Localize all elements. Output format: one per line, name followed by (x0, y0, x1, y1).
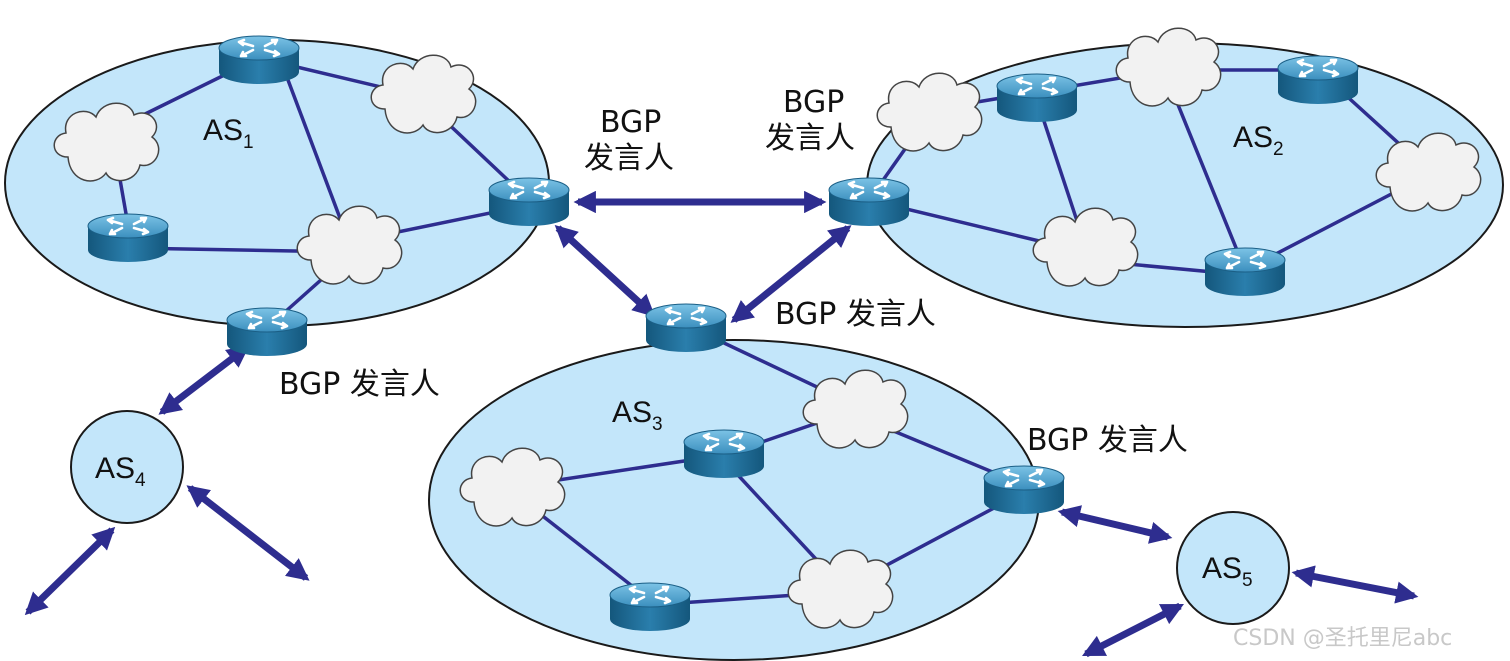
bgp-link-as5-out-2 (1082, 602, 1184, 658)
router-icon (682, 428, 766, 480)
bgp-link-as3-as5 (1057, 505, 1173, 544)
bgp-speaker-label-as2-line2: 发言人 (765, 121, 855, 156)
as2-label: AS2 (1233, 121, 1284, 160)
as4-domain (70, 410, 184, 524)
bgp-speaker-label-as3-top: BGP 发言人 (775, 297, 936, 332)
bgp-link-as4-out-2 (186, 485, 310, 581)
bgp-link-as3-as2 (730, 225, 852, 323)
router-icon (487, 176, 571, 228)
bgp-link-as5-out-1 (1291, 565, 1419, 604)
bgp-speaker-label-as1-line1: BGP (600, 105, 661, 140)
router-icon (217, 34, 301, 86)
router-icon (225, 306, 309, 358)
router-icon (982, 464, 1066, 516)
router-icon (644, 302, 728, 354)
as5-label: AS5 (1202, 552, 1253, 591)
bgp-link-as1-as4 (158, 345, 250, 415)
router-icon (86, 212, 170, 264)
bgp-sessions (24, 190, 1419, 658)
bgp-speaker-label-as1-bottom: BGP 发言人 (279, 367, 440, 402)
bgp-link-as1-as3 (554, 224, 656, 318)
as1-label: AS1 (203, 114, 254, 153)
bgp-link-as4-out-1 (24, 526, 116, 616)
router-icon (1203, 246, 1287, 298)
watermark: CSDN @圣托里尼abc (1233, 626, 1452, 651)
bgp-speaker-label-as1-line2: 发言人 (584, 141, 674, 176)
as4-label: AS4 (95, 452, 146, 491)
router-icon (827, 176, 911, 228)
as5-domain (1176, 511, 1290, 625)
as3-label: AS3 (612, 396, 663, 435)
router-icon (1276, 54, 1360, 106)
router-icon (995, 72, 1079, 124)
bgp-speaker-label-as3-right: BGP 发言人 (1027, 423, 1188, 458)
bgp-speaker-label-as2-line1: BGP (783, 85, 844, 120)
router-icon (608, 581, 692, 633)
